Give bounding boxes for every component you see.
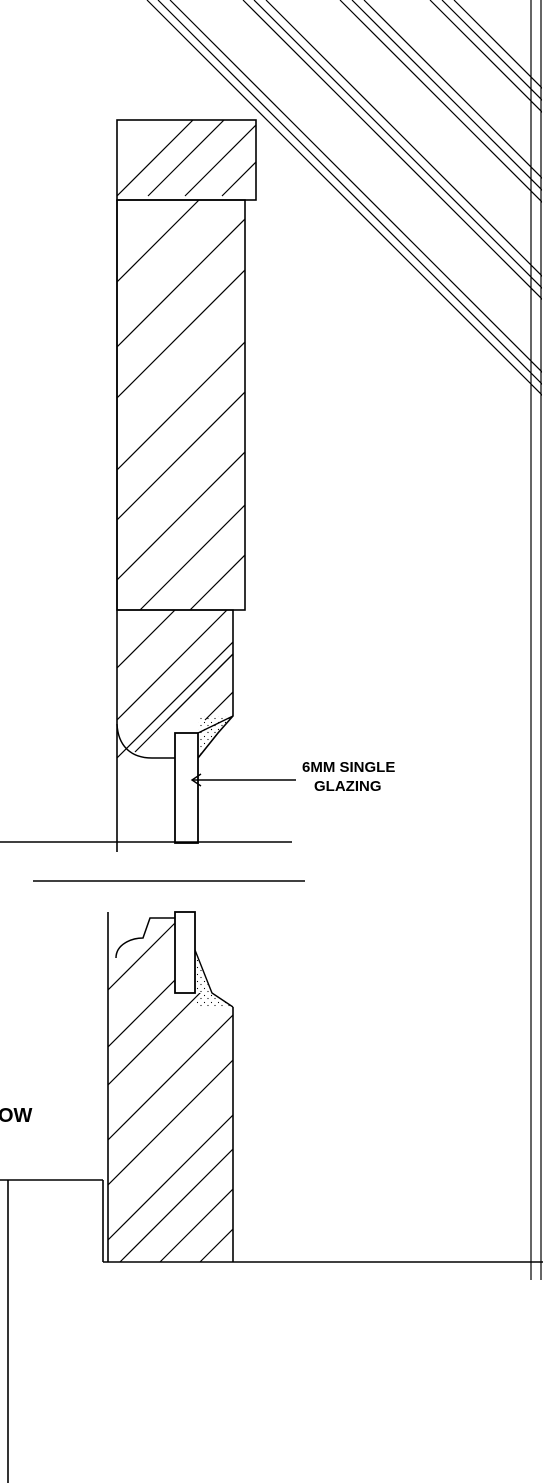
bottom-left-wall [0,1179,103,1483]
break-lines [0,841,305,882]
glazing-label-line1: 6MM SINGLE [302,759,395,776]
upper-frame [116,199,246,611]
window-head-block [116,119,257,201]
right-wall [530,0,542,1280]
partial-label: OW [0,1105,33,1127]
glass-pane-upper [174,715,234,844]
upper-sash [116,609,234,759]
floor-line [102,1180,543,1263]
lower-sash [108,912,234,1263]
glass-pane-lower [174,911,234,1008]
diagonal-structure-hatch [146,0,542,396]
glazing-leader-arrow [190,773,296,787]
glazing-label-line2: GLAZING [314,778,382,795]
left-jamb [107,200,118,1262]
